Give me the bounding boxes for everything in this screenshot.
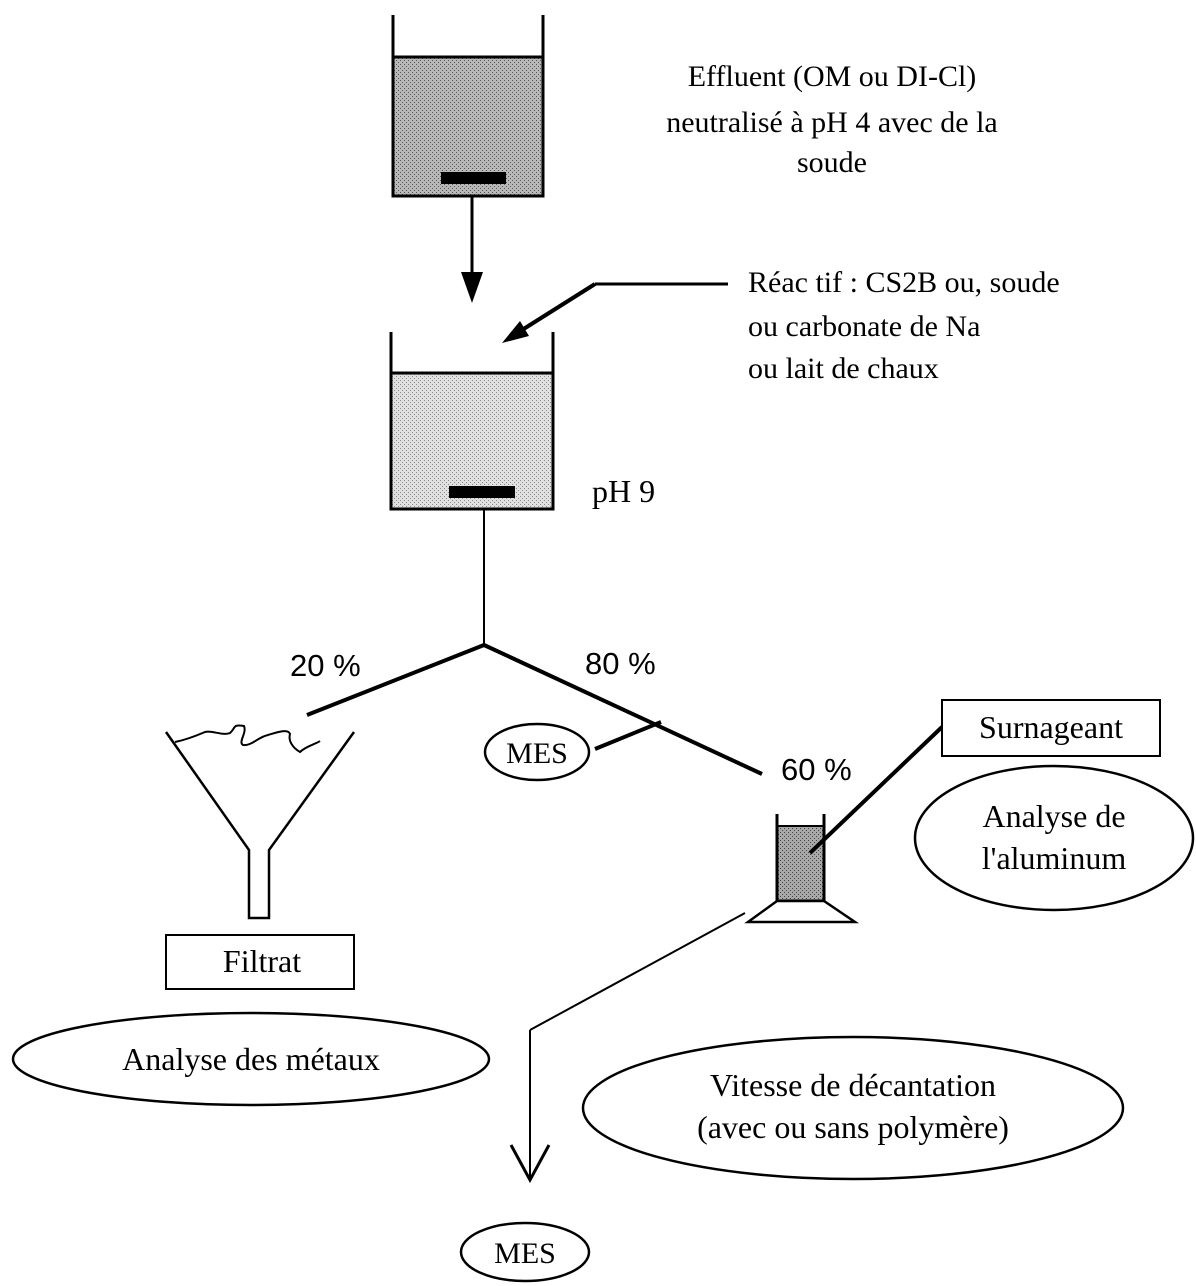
funnel-icon	[164, 724, 356, 920]
analyse-aluminium-ellipse: Analyse de l'aluminum	[913, 764, 1195, 912]
filtrat-box: Filtrat	[165, 934, 355, 990]
analyse-metaux-ellipse: Analyse des métaux	[11, 1011, 491, 1107]
analyse-alu-label-line1: Analyse de	[982, 798, 1125, 834]
split-line-right	[483, 643, 763, 776]
cylinder-icon	[744, 814, 860, 924]
vitesse-label-line1: Vitesse de décantation	[710, 1067, 996, 1103]
reactif-label-line1: Réac tif : CS2B ou, soude	[748, 266, 1060, 299]
effluent-label-line2: neutralisé à pH 4 avec de la	[666, 106, 998, 139]
reactif-label-line2: ou carbonate de Na	[748, 310, 980, 343]
pct-20-label: 20 %	[290, 648, 361, 683]
supernatant-line	[808, 725, 944, 855]
mes-bottom-label: MES	[494, 1237, 556, 1270]
analyse-alu-label-line2: l'aluminum	[982, 840, 1127, 876]
surnageant-box: Surnageant	[941, 699, 1161, 757]
mes-bottom-ellipse: MES	[459, 1221, 591, 1283]
reagent-arrow-icon	[502, 282, 728, 343]
vitesse-label-line2: (avec ou sans polymère)	[697, 1109, 1009, 1145]
effluent-beaker	[391, 15, 545, 198]
effluent-label-line1: Effluent (OM ou DI-Cl)	[688, 60, 977, 93]
mes-branch-line	[594, 720, 662, 751]
decantation-arrow-icon	[509, 912, 746, 1184]
reactor-beaker	[389, 332, 555, 511]
stir-bar-icon	[449, 486, 515, 498]
effluent-label-line3: soude	[797, 146, 867, 179]
ph9-label: pH 9	[592, 473, 655, 509]
reactif-label-line3: ou lait de chaux	[748, 352, 939, 385]
vitesse-decantation-ellipse: Vitesse de décantation (avec ou sans pol…	[581, 1035, 1125, 1181]
analyse-metaux-label: Analyse des métaux	[122, 1041, 380, 1077]
split-line-left	[306, 643, 485, 717]
stir-bar-icon	[441, 172, 506, 184]
surnageant-label: Surnageant	[979, 709, 1123, 745]
mes-top-ellipse: MES	[483, 722, 591, 782]
down-arrow-icon	[461, 196, 483, 303]
pct-60-label: 60 %	[781, 752, 852, 787]
filtrat-label: Filtrat	[223, 943, 301, 979]
mes-top-label: MES	[506, 737, 568, 770]
pct-80-label: 80 %	[585, 646, 656, 681]
